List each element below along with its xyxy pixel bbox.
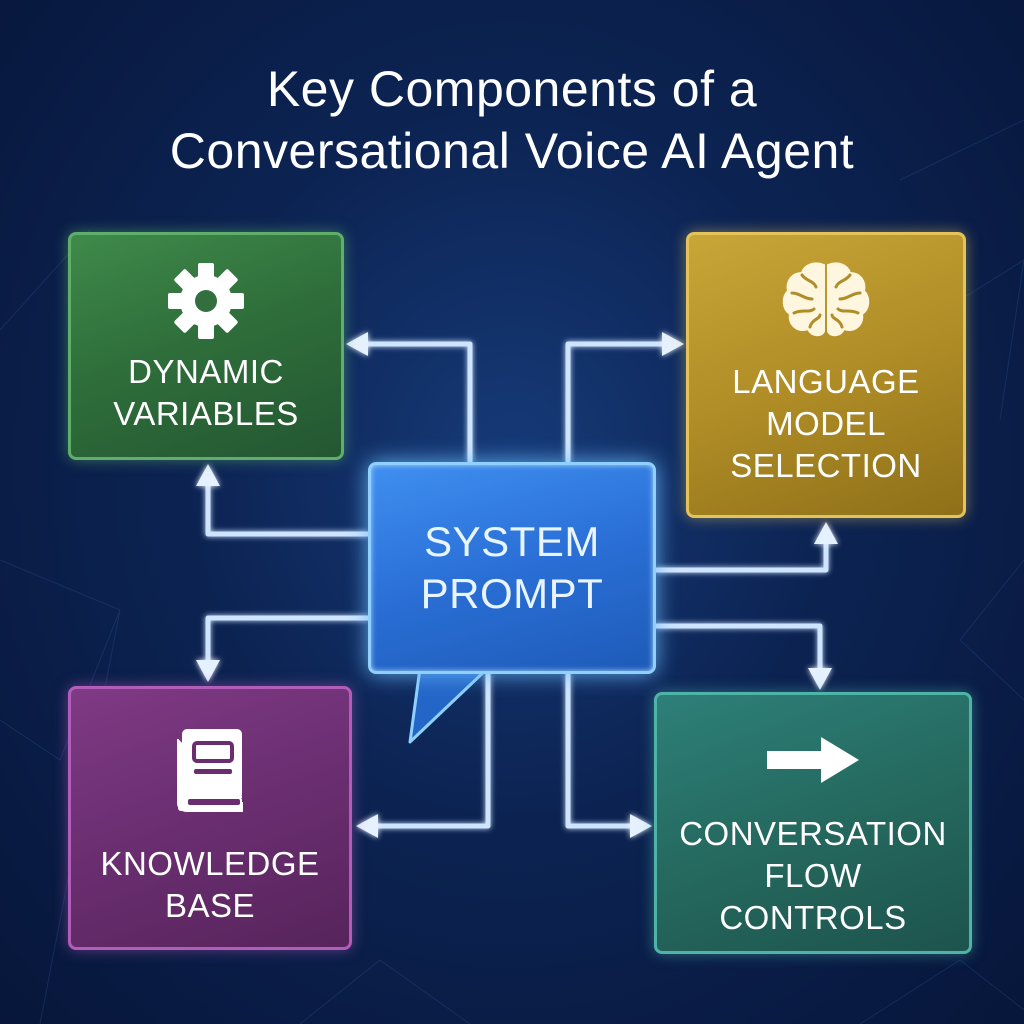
connector-to-language-model-bottom: [656, 540, 829, 573]
speech-bubble-tail: [408, 666, 490, 744]
connector-to-dynamic-variables-bottom: [205, 480, 368, 537]
arrowhead-dynamic-bottom: [196, 464, 220, 486]
arrowhead-dynamic-side: [346, 332, 368, 356]
system-prompt-label: SYSTEM PROMPT: [421, 516, 604, 620]
language-model-selection-label: LANGUAGE MODEL SELECTION: [730, 361, 922, 487]
dynamic-variables-line-2: VARIABLES: [113, 395, 299, 432]
conversation-flow-line-3: CONTROLS: [719, 899, 907, 936]
knowledge-base-box: KNOWLEDGE BASE: [68, 686, 352, 950]
conversation-flow-line-1: CONVERSATION: [679, 815, 947, 852]
book-icon: [177, 729, 243, 812]
connector-to-conversation-flow-side: [565, 674, 634, 829]
arrowhead-language-side: [662, 332, 684, 356]
language-model-line-1: LANGUAGE: [732, 363, 920, 400]
language-model-line-3: SELECTION: [730, 447, 922, 484]
dynamic-variables-box: DYNAMIC VARIABLES: [68, 232, 344, 460]
connector-to-conversation-flow-top: [656, 623, 823, 672]
title-line-1: Key Components of a: [266, 61, 758, 117]
connector-to-knowledge-base-top: [205, 615, 368, 664]
arrowhead-conversation-top: [808, 668, 832, 690]
knowledge-base-line-1: KNOWLEDGE: [100, 845, 320, 882]
right-arrow-icon: [767, 737, 859, 783]
dynamic-variables-label: DYNAMIC VARIABLES: [113, 351, 298, 435]
knowledge-base-line-2: BASE: [164, 887, 256, 924]
conversation-flow-label: CONVERSATION FLOW CONTROLS: [679, 813, 947, 939]
title-line-2: Conversational Voice AI Agent: [169, 123, 855, 179]
arrowhead-conversation-side: [630, 814, 652, 838]
language-model-line-2: MODEL: [766, 405, 886, 442]
system-prompt-line-2: PROMPT: [420, 570, 604, 617]
connector-to-dynamic-variables-side: [362, 341, 473, 462]
connector-to-knowledge-base-side: [374, 674, 491, 829]
arrowhead-knowledge-top: [196, 660, 220, 682]
system-prompt-line-1: SYSTEM: [424, 518, 600, 565]
arrowhead-language-bottom: [814, 522, 838, 544]
knowledge-base-label: KNOWLEDGE BASE: [100, 843, 319, 927]
system-prompt-box: SYSTEM PROMPT: [368, 462, 656, 674]
brain-icon: [782, 262, 870, 337]
conversation-flow-line-2: FLOW: [764, 857, 862, 894]
diagram-title: Key Components of a Conversational Voice…: [0, 58, 1024, 182]
dynamic-variables-line-1: DYNAMIC: [128, 353, 284, 390]
connector-to-language-model-side: [565, 341, 666, 462]
arrowhead-knowledge-side: [356, 814, 378, 838]
conversation-flow-controls-box: CONVERSATION FLOW CONTROLS: [654, 692, 972, 954]
gear-icon: [168, 263, 244, 339]
language-model-selection-box: LANGUAGE MODEL SELECTION: [686, 232, 966, 518]
